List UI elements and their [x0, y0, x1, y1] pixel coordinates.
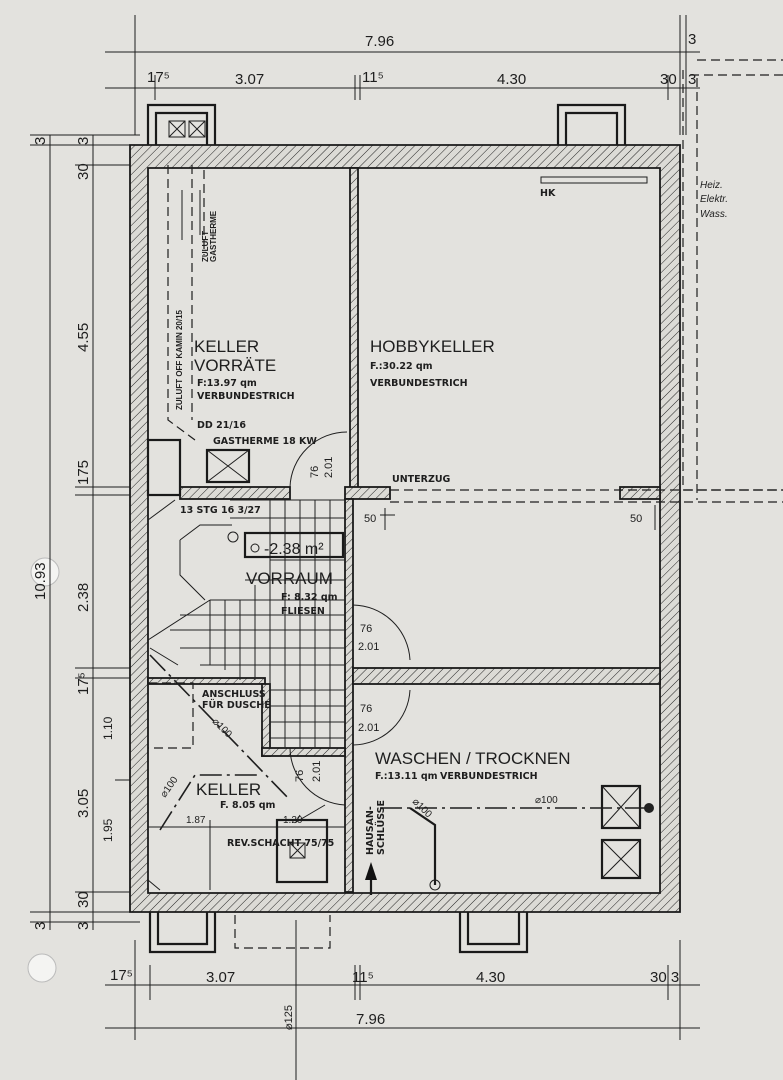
- door-height: 2.01: [311, 761, 323, 782]
- punch-hole: [27, 953, 57, 983]
- pipe-label: ⌀100: [535, 795, 558, 806]
- label-dd: DD 21/16: [197, 420, 246, 431]
- room-floor: VERBUNDESTRICH: [370, 378, 468, 389]
- dim-label: 175: [75, 460, 92, 485]
- label-gastherme-kw: GASTHERME 18 KW: [213, 436, 317, 447]
- dim-label: 50: [630, 513, 642, 525]
- note-line: Heiz.: [700, 180, 723, 191]
- walls: [129, 144, 681, 913]
- dim-label: 7.96: [356, 1011, 385, 1028]
- staircase: [147, 499, 345, 748]
- level-marker-icon: [250, 543, 260, 553]
- dim-label: 4.30: [497, 71, 526, 88]
- label-dusche: FÜR DUSCHE: [202, 700, 271, 711]
- pipe-label: ⌀100: [158, 774, 180, 799]
- room-keller-vorraete: KELLER VORRÄTE F:13.97 qm VERBUNDESTRICH: [194, 337, 295, 402]
- room-floor: FLIESEN: [281, 606, 325, 617]
- room-area: F: 8.32 qm: [281, 592, 338, 603]
- label-stairs: 13 STG 16 3/27: [180, 505, 261, 516]
- dim-label: 3.05: [75, 789, 92, 818]
- dim-label: 30: [660, 71, 677, 88]
- room-name: KELLER: [196, 780, 261, 799]
- room-name: HOBBYKELLER: [370, 337, 495, 356]
- room-area: F. 8.05 qm: [220, 800, 276, 811]
- label-level: -2.38 m²: [264, 541, 324, 558]
- room-floor: VERBUNDESTRICH: [197, 391, 295, 402]
- installations: [147, 120, 783, 895]
- dim-label: 17⁵: [75, 672, 92, 695]
- dimension-lines: [30, 15, 700, 1080]
- door-height: 2.01: [358, 722, 379, 734]
- dim-left-total: 10.93: [32, 562, 49, 600]
- dim-label: 1.20: [283, 815, 303, 826]
- room-hobbykeller: HOBBYKELLER F.:30.22 qm VERBUNDESTRICH: [370, 337, 495, 389]
- room-name: VORRAUM: [246, 569, 333, 588]
- door-width: 76: [360, 703, 372, 715]
- door-width: 76: [309, 466, 321, 478]
- label-rev-schacht: REV.SCHACHT 75/75: [227, 838, 334, 849]
- label-hausanschluesse: HAUSAN-: [365, 806, 376, 855]
- doors: [289, 431, 411, 806]
- label-hausanschluesse: SCHLÜSSE: [376, 800, 387, 855]
- dim-label: 1.95: [101, 818, 115, 842]
- dim-label: 3: [688, 71, 696, 88]
- dim-label: 4.30: [476, 969, 505, 986]
- level-marker-icon: [227, 531, 239, 543]
- dim-label: 30: [75, 891, 92, 908]
- punch-hole: [30, 557, 60, 587]
- door-height: 2.01: [358, 641, 379, 653]
- room-vorraum: VORRAUM F: 8.32 qm FLIESEN: [246, 569, 338, 617]
- handwritten-note: Heiz. Elektr. Wass.: [700, 180, 728, 220]
- dim-top-total: 7.96: [365, 33, 394, 50]
- dimension-labels: 7.96 3 17⁵ 3.07 11⁵ 4.30 30 3 10.93 3 3 …: [32, 31, 696, 1030]
- dim-label: 3.07: [235, 71, 264, 88]
- room-area: F:13.97 qm: [197, 378, 257, 389]
- dim-label: 1.87: [186, 815, 206, 826]
- dim-label: 3: [75, 922, 92, 930]
- room-name: WASCHEN / TROCKNEN: [375, 749, 571, 768]
- room-floor: VERBUNDESTRICH: [440, 771, 538, 782]
- room-area: F.:30.22 qm: [370, 361, 433, 372]
- dim-top-3: 3: [688, 31, 696, 48]
- note-line: Wass.: [700, 209, 728, 220]
- dim-label: 1.10: [101, 716, 115, 740]
- neighbour-outline: [682, 59, 783, 500]
- door-height: 2.01: [323, 457, 335, 478]
- room-name: VORRÄTE: [194, 356, 276, 375]
- dim-label: 4.55: [75, 323, 92, 352]
- dim-label: 3: [32, 137, 49, 145]
- room-name: KELLER: [194, 337, 259, 356]
- dim-label: 11⁵: [352, 969, 374, 986]
- dim-label: 3: [75, 137, 92, 145]
- room-area: F.:13.11 qm: [375, 771, 438, 782]
- door-width: 76: [294, 770, 306, 782]
- dim-label: 30: [75, 163, 92, 180]
- room-keller: KELLER F. 8.05 qm: [196, 780, 276, 811]
- note-line: Elektr.: [700, 194, 728, 205]
- dim-label: 3.07: [206, 969, 235, 986]
- pipe-label: ⌀100: [210, 716, 234, 740]
- rev-schacht: [275, 818, 329, 884]
- label-zuluft-kamin: ZULUFT OFF KAMIN 20/15: [175, 309, 184, 410]
- label-hk: HK: [540, 188, 556, 199]
- label-zuluft: ZULUFT: [201, 231, 210, 262]
- dim-label: 11⁵: [362, 69, 384, 86]
- door-labels: 76 2.01 76 2.01 76 2.01 76 2.01: [294, 457, 379, 782]
- gastherme-symbol: [205, 448, 251, 484]
- label-anschluss: ANSCHLUSS: [202, 689, 266, 700]
- dim-label: 17⁵: [147, 69, 170, 86]
- room-waschen-trocknen: WASCHEN / TROCKNEN F.:13.11 qm VERBUNDES…: [375, 749, 571, 782]
- pipe-label: ⌀125: [283, 1005, 295, 1030]
- dim-label: 30 3: [650, 969, 679, 986]
- label-gastherme: GASTHERME: [209, 210, 218, 262]
- label-unterzug: UNTERZUG: [392, 474, 451, 485]
- dim-label: 3: [32, 922, 49, 930]
- dim-label: 50: [364, 513, 376, 525]
- door-width: 76: [360, 623, 372, 635]
- dim-label: 2.38: [75, 583, 92, 612]
- dim-label: 17⁵: [110, 967, 133, 984]
